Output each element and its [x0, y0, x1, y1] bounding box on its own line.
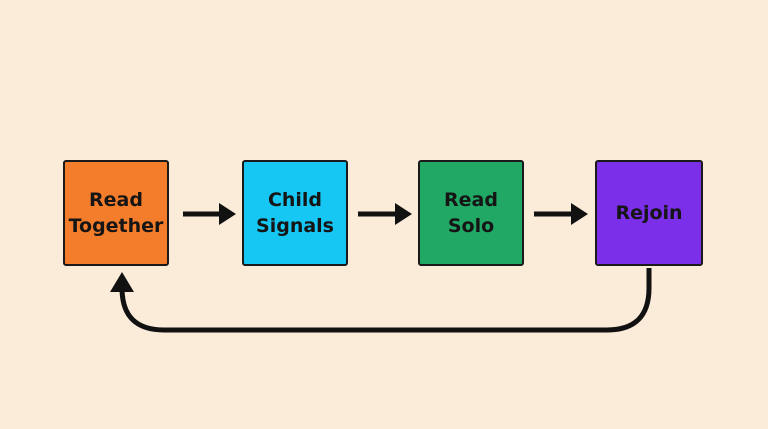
node-child-signals: Child Signals: [242, 160, 348, 266]
node-rejoin: Rejoin: [595, 160, 703, 266]
node-label: Child Signals: [256, 189, 334, 237]
arrow-read-together-to-child-signals: [183, 203, 236, 225]
arrow-child-signals-to-read-solo: [358, 203, 412, 225]
node-read-solo: Read Solo: [418, 160, 524, 266]
node-label: Read Solo: [444, 189, 498, 237]
node-read-together: Read Together: [63, 160, 169, 266]
arrow-rejoin-to-read-together: [110, 268, 652, 333]
arrow-read-solo-to-rejoin: [534, 203, 588, 225]
node-label: Read Together: [68, 189, 164, 237]
node-label: Rejoin: [615, 202, 683, 224]
